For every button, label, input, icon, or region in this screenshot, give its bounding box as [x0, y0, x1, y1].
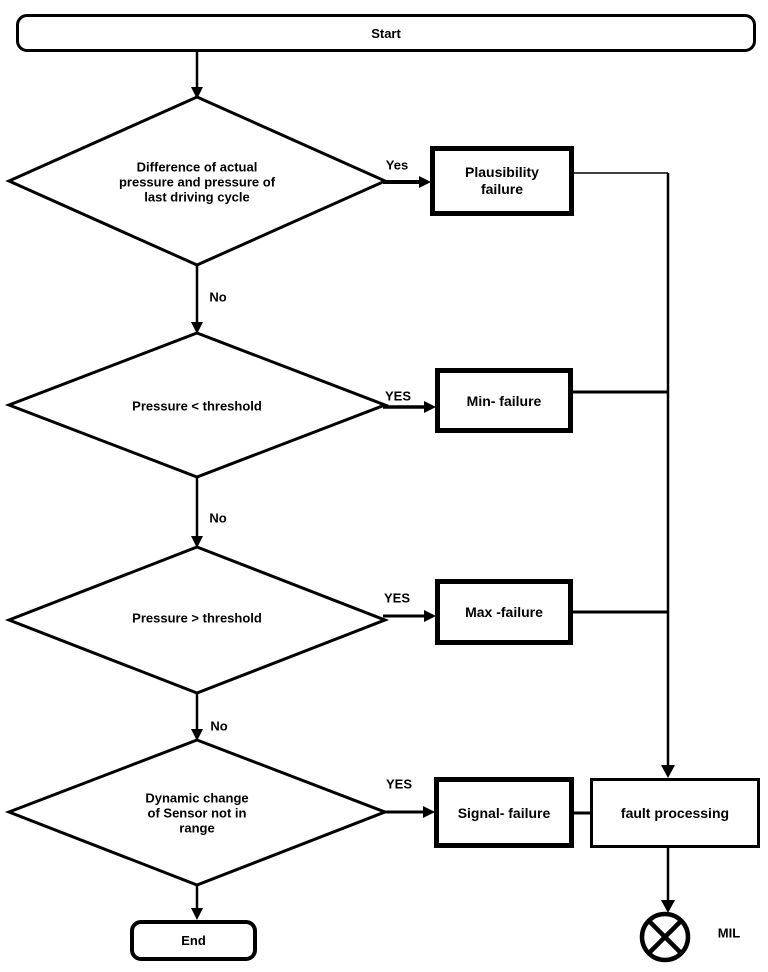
- min-failure-label: Min- failure: [466, 392, 542, 409]
- arrowhead-into-decision3: [191, 536, 203, 548]
- yes-label-3: YES: [383, 590, 411, 606]
- decision-2-label: Pressure < threshold: [132, 398, 262, 414]
- mil-label: MIL: [717, 925, 741, 941]
- decision-4-label: Dynamic change of Sensor not in range: [145, 790, 249, 836]
- plausibility-failure-label: Plausibility failure: [465, 164, 539, 197]
- no-label-1: No: [209, 289, 227, 305]
- arrowhead-yes-2: [424, 401, 436, 413]
- arrowhead-into-decision4: [191, 729, 203, 741]
- start-label: Start: [371, 25, 401, 41]
- no-label-3: No: [210, 718, 228, 734]
- yes-label-4: YES: [385, 776, 413, 792]
- end-node: End: [130, 920, 257, 961]
- arrowhead-into-mil: [661, 900, 675, 913]
- fault-processing-label: fault processing: [620, 805, 730, 821]
- plausibility-failure-box: Plausibility failure: [430, 146, 574, 216]
- max-failure-label: Max -failure: [465, 604, 543, 620]
- decision-1-label: Difference of actual pressure and pressu…: [118, 159, 276, 205]
- arrowhead-into-decision1: [191, 87, 203, 99]
- arrowhead-into-fault-processing: [661, 765, 675, 778]
- mil-lamp-icon: [639, 911, 691, 963]
- fault-processing-box: fault processing: [590, 778, 760, 848]
- arrowhead-into-end: [191, 908, 203, 920]
- decision-4-diamond: [4, 738, 390, 887]
- min-failure-box: Min- failure: [435, 368, 573, 433]
- yes-label-1: Yes: [385, 157, 409, 173]
- start-node: Start: [16, 14, 756, 52]
- yes-label-2: YES: [384, 388, 412, 404]
- signal-failure-box: Signal- failure: [434, 777, 574, 848]
- arrowhead-yes-3: [424, 610, 436, 622]
- arrowhead-into-decision2: [191, 322, 203, 334]
- signal-failure-label: Signal- failure: [457, 804, 551, 821]
- end-label: End: [181, 933, 206, 948]
- decision-3-label: Pressure > threshold: [132, 610, 262, 626]
- max-failure-box: Max -failure: [435, 579, 573, 645]
- decision-2-diamond: [4, 331, 390, 479]
- arrowhead-yes-4: [423, 806, 435, 818]
- decision-3-diamond: [4, 545, 390, 695]
- decision-1-diamond: [5, 95, 389, 267]
- no-label-2: No: [209, 510, 227, 526]
- arrowhead-yes-1: [419, 176, 431, 188]
